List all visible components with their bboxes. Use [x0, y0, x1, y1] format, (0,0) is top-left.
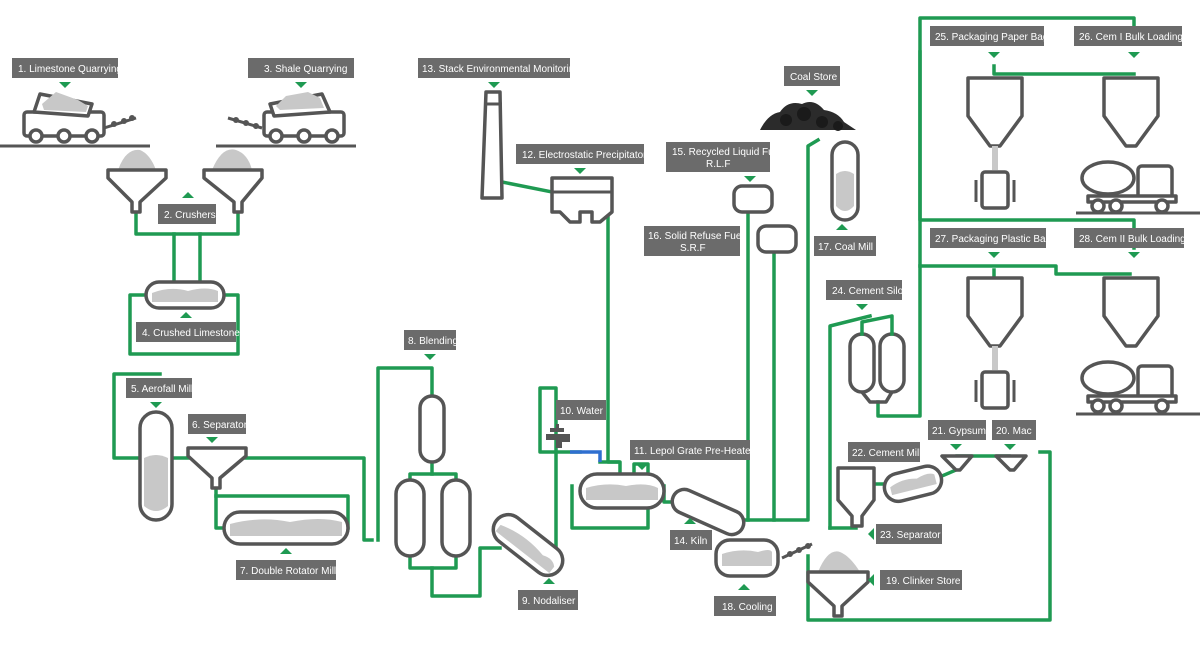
svg-text:14. Kiln: 14. Kiln [674, 536, 707, 547]
svg-text:3. Shale Quarrying: 3. Shale Quarrying [264, 64, 347, 75]
svg-text:6. Separator: 6. Separator [192, 420, 248, 431]
label-rlf: 15. Recycled Liquid Fuel R.L.F [666, 142, 782, 182]
label-shale-quarrying: 3. Shale Quarrying [248, 58, 354, 88]
stack-chimney [480, 90, 504, 200]
kiln-drum [670, 487, 746, 537]
svg-text:Coal Store: Coal Store [790, 72, 838, 83]
label-nodaliser: 9. Nodaliser [518, 578, 578, 610]
nodaliser-drum [491, 512, 565, 578]
crusher-hopper-left [106, 149, 168, 214]
svg-text:2. Crushers: 2. Crushers [164, 210, 216, 221]
lepol-grate-preheater [578, 472, 666, 510]
cement-mill-drum [882, 464, 944, 504]
svg-text:28. Cem II Bulk Loading: 28. Cem II Bulk Loading [1079, 234, 1186, 245]
svg-text:15. Recycled Liquid Fuel: 15. Recycled Liquid Fuel [672, 147, 782, 158]
blending-silo-right [440, 478, 472, 558]
coal-pile-icon [760, 102, 856, 131]
svg-text:10. Water: 10. Water [560, 406, 604, 417]
cement-truck-icon [1080, 360, 1178, 414]
svg-text:21. Gypsum: 21. Gypsum [932, 426, 986, 437]
svg-text:20. Mac: 20. Mac [996, 426, 1032, 437]
svg-text:17. Coal Mill: 17. Coal Mill [818, 242, 873, 253]
svg-text:8. Blending: 8. Blending [408, 336, 458, 347]
svg-text:24. Cement Silo: 24. Cement Silo [832, 286, 904, 297]
electrostatic-precipitator [550, 176, 614, 224]
svg-text:1. Limestone Quarrying: 1. Limestone Quarrying [18, 64, 122, 75]
label-coal-mill: 17. Coal Mill [814, 224, 876, 256]
label-blending: 8. Blending [404, 330, 458, 360]
svg-text:19. Clinker Store: 19. Clinker Store [886, 576, 961, 587]
svg-text:25. Packaging Paper Bag: 25. Packaging Paper Bag [935, 32, 1048, 43]
svg-text:9. Nodaliser: 9. Nodaliser [522, 596, 576, 607]
svg-text:7. Double Rotator Mill: 7. Double Rotator Mill [240, 566, 336, 577]
cem1-bulk-hopper [1102, 76, 1160, 148]
label-stack-monitoring: 13. Stack Environmental Monitoring [418, 58, 580, 88]
label-separator-23: 23. Separator [868, 524, 942, 544]
svg-text:13. Stack Environmental Monito: 13. Stack Environmental Monitoring [422, 64, 580, 75]
label-lepol-preheater: 11. Lepol Grate Pre-Heater [630, 440, 755, 470]
water-pipe [570, 450, 602, 462]
label-cooling: 18. Cooling [714, 584, 776, 616]
label-mac: 20. Mac [992, 420, 1036, 450]
cem2-bulk-hopper [1102, 276, 1160, 348]
label-crushers: 2. Crushers [158, 192, 216, 224]
blending-silo-top [418, 394, 446, 464]
svg-text:23. Separator: 23. Separator [880, 530, 941, 541]
water-tap-icon [546, 424, 570, 448]
separator-cone [186, 446, 248, 490]
clinker-store-hopper [806, 551, 870, 618]
packaging-plastic-bag-hopper [966, 276, 1024, 410]
process-pipes [112, 16, 1136, 622]
label-gypsum: 21. Gypsum [928, 420, 986, 450]
label-packaging-paper-bag: 25. Packaging Paper Bag [930, 26, 1048, 58]
svg-text:12. Electrostatic Precipitator: 12. Electrostatic Precipitators [522, 150, 652, 161]
blending-silo-left [394, 478, 426, 558]
svg-text:16. Solid Refuse Fuel: 16. Solid Refuse Fuel [648, 231, 744, 242]
svg-text:11. Lepol Grate Pre-Heater: 11. Lepol Grate Pre-Heater [634, 446, 755, 457]
svg-text:5. Aerofall Mill: 5. Aerofall Mill [131, 384, 193, 395]
label-double-rotator-mill: 7. Double Rotator Mill [236, 548, 336, 580]
label-cem2-bulk-loading: 28. Cem II Bulk Loading [1074, 228, 1186, 258]
label-electrostatic-precipitators: 12. Electrostatic Precipitators [516, 144, 652, 174]
label-crushed-limestone: 4. Crushed Limestone [136, 312, 240, 342]
mac-hopper [994, 454, 1028, 472]
label-kiln: 14. Kiln [670, 518, 712, 550]
aerofall-mill [138, 410, 174, 522]
cement-silo [848, 314, 906, 404]
svg-text:26. Cem I Bulk Loading: 26. Cem I Bulk Loading [1079, 32, 1183, 43]
svg-text:R.L.F: R.L.F [706, 159, 730, 170]
label-cement-mill: 22. Cement Mill [848, 442, 921, 462]
svg-text:4. Crushed Limestone: 4. Crushed Limestone [142, 328, 240, 339]
label-cem1-bulk-loading: 26. Cem I Bulk Loading [1074, 26, 1183, 58]
cooling-vessel [714, 538, 813, 578]
crushed-limestone-vessel [144, 280, 226, 310]
svg-text:22. Cement Mill: 22. Cement Mill [852, 448, 921, 459]
separator-23-cone [836, 466, 876, 528]
label-separator-6: 6. Separator [188, 414, 248, 443]
label-cement-silo: 24. Cement Silo [826, 280, 904, 310]
packaging-paper-bag-hopper [966, 76, 1024, 210]
srf-tank [756, 224, 798, 254]
dump-truck-icon [227, 92, 346, 144]
svg-text:S.R.F: S.R.F [680, 243, 706, 254]
label-water: 10. Water [556, 400, 606, 420]
coal-mill [830, 140, 860, 222]
label-coal-store: Coal Store [784, 66, 840, 96]
double-rotator-mill [222, 510, 350, 546]
crusher-hopper-right [202, 149, 264, 214]
svg-text:27. Packaging Plastic Bag: 27. Packaging Plastic Bag [935, 234, 1051, 245]
label-clinker-store: 19. Clinker Store [868, 570, 962, 590]
dump-truck-icon [22, 92, 137, 144]
svg-text:18. Cooling: 18. Cooling [722, 602, 773, 613]
rlf-tank [732, 184, 774, 214]
label-srf: 16. Solid Refuse Fuel S.R.F [644, 226, 744, 256]
cement-truck-icon [1080, 160, 1178, 214]
label-limestone-quarrying: 1. Limestone Quarrying [12, 58, 122, 88]
label-aerofall-mill: 5. Aerofall Mill [126, 378, 193, 408]
label-packaging-plastic-bag: 27. Packaging Plastic Bag [930, 228, 1051, 258]
gypsum-hopper [940, 454, 974, 472]
